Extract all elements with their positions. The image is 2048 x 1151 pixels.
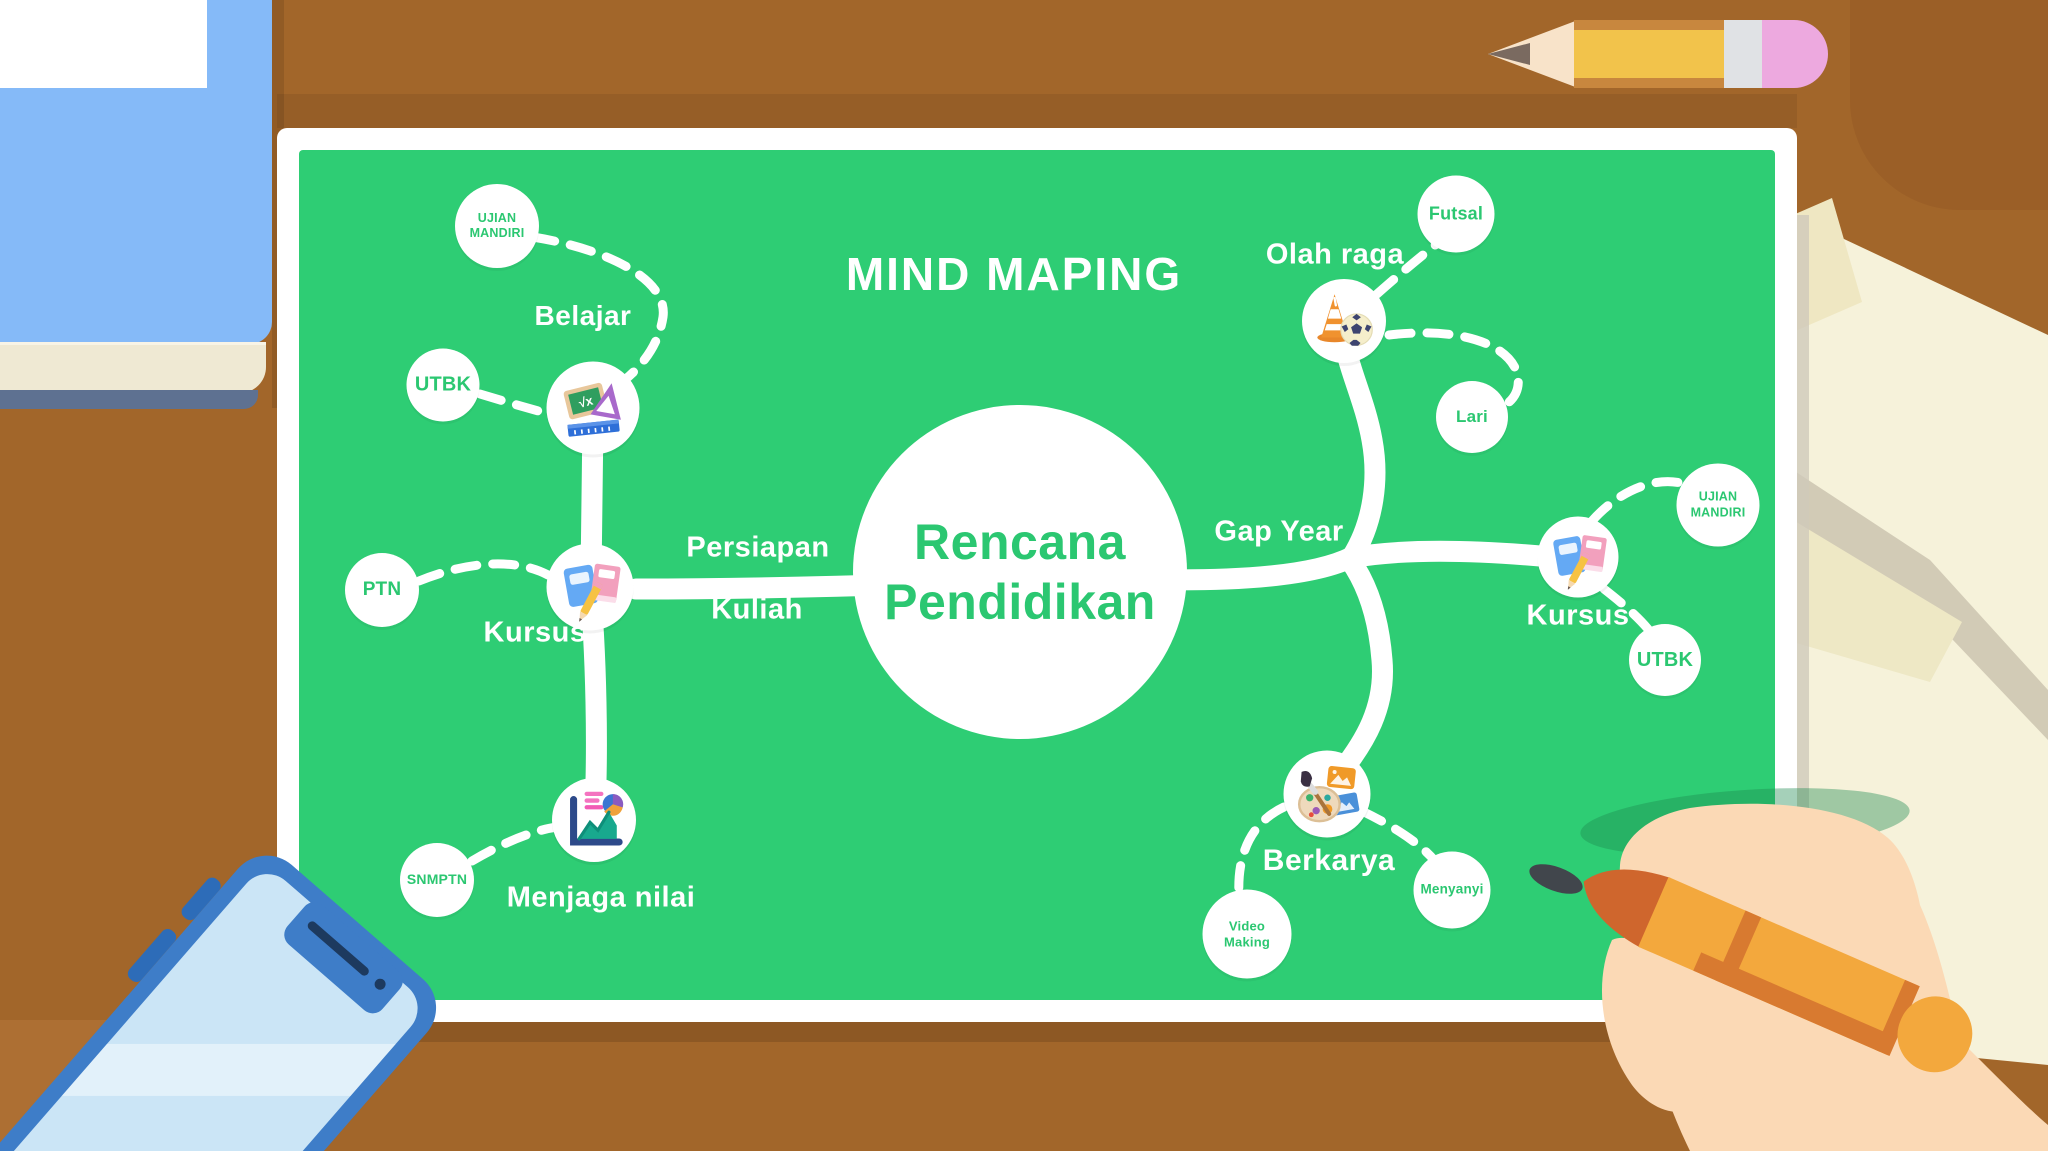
books-pencil-icon xyxy=(1552,534,1607,589)
satellite-lari: Lari xyxy=(1436,381,1508,453)
grades-chart-icon xyxy=(570,791,624,846)
kursus-left-node xyxy=(546,543,634,631)
satellite-text: SNMPTN xyxy=(406,871,468,888)
berkarya-node xyxy=(1283,750,1371,838)
satellite-ujian-mandiri-right: UJIAN MANDIRI xyxy=(1676,463,1760,547)
central-topic-line1: Rencana xyxy=(914,514,1126,570)
book-pages xyxy=(0,0,207,88)
pencil-ferrule xyxy=(1724,20,1764,88)
label-kursus-left: Kursus xyxy=(483,616,587,649)
sticky-note-fold xyxy=(1793,198,1862,332)
label-persiapan: Persiapan xyxy=(686,531,830,564)
desk-patch-top-right xyxy=(1850,0,2048,210)
satellite-text: UJIAN MANDIRI xyxy=(1690,489,1746,519)
satellite-text: UTBK xyxy=(414,373,472,396)
pencil-eraser xyxy=(1762,20,1828,88)
satellite-utbk-left: UTBK xyxy=(406,348,480,422)
satellite-text: Futsal xyxy=(1428,203,1484,224)
books-pencil-icon xyxy=(563,563,620,621)
satellite-text: PTN xyxy=(362,579,402,601)
label-kursus-right: Kursus xyxy=(1526,599,1630,632)
book-back-cover xyxy=(0,390,258,409)
satellite-text: Lari xyxy=(1456,406,1488,426)
sticky-note-under-sheet xyxy=(1793,520,1962,682)
satellite-text: Video Making xyxy=(1224,918,1270,949)
kursus-right-node xyxy=(1537,516,1619,598)
belajar-node: √x xyxy=(546,361,640,455)
menjaga-nilai-node xyxy=(552,778,636,862)
satellite-text: UTBK xyxy=(1636,648,1694,671)
chalkboard-math-icon: √x xyxy=(563,382,621,437)
poster-title: MIND MAPING xyxy=(845,248,1183,300)
satellite-text: UJIAN MANDIRI xyxy=(469,210,525,240)
svg-text:√x: √x xyxy=(577,392,595,410)
desk-patch-top-strip xyxy=(277,94,1797,128)
book-fore-edge xyxy=(0,342,266,393)
cone-soccer-ball-icon xyxy=(1317,294,1373,346)
label-kuliah: Kuliah xyxy=(711,593,803,626)
satellite-ujian-mandiri-left: UJIAN MANDIRI xyxy=(455,184,539,268)
central-topic-circle: Rencana Pendidikan xyxy=(853,405,1187,739)
central-topic-line2: Pendidikan xyxy=(884,574,1156,630)
satellite-video-making: Video Making xyxy=(1202,889,1292,979)
poster-bottom-shadow xyxy=(290,1022,1797,1042)
label-berkarya: Berkarya xyxy=(1262,844,1396,877)
label-olah-raga: Olah raga xyxy=(1265,238,1405,271)
satellite-text: Menyanyi xyxy=(1420,881,1484,897)
pencil-body xyxy=(1574,20,1726,88)
pencil xyxy=(1488,20,1828,88)
satellite-futsal: Futsal xyxy=(1417,175,1495,253)
satellite-utbk-right: UTBK xyxy=(1629,624,1701,696)
palette-photos-icon xyxy=(1297,765,1359,822)
satellite-ptn: PTN xyxy=(345,553,419,627)
label-belajar: Belajar xyxy=(534,300,632,331)
label-gap-year: Gap Year xyxy=(1214,515,1344,548)
satellite-menyanyi: Menyanyi xyxy=(1413,851,1491,929)
olah-raga-node xyxy=(1302,279,1386,363)
label-menjaga-nilai: Menjaga nilai xyxy=(506,881,696,914)
satellite-snmptn: SNMPTN xyxy=(400,843,474,917)
